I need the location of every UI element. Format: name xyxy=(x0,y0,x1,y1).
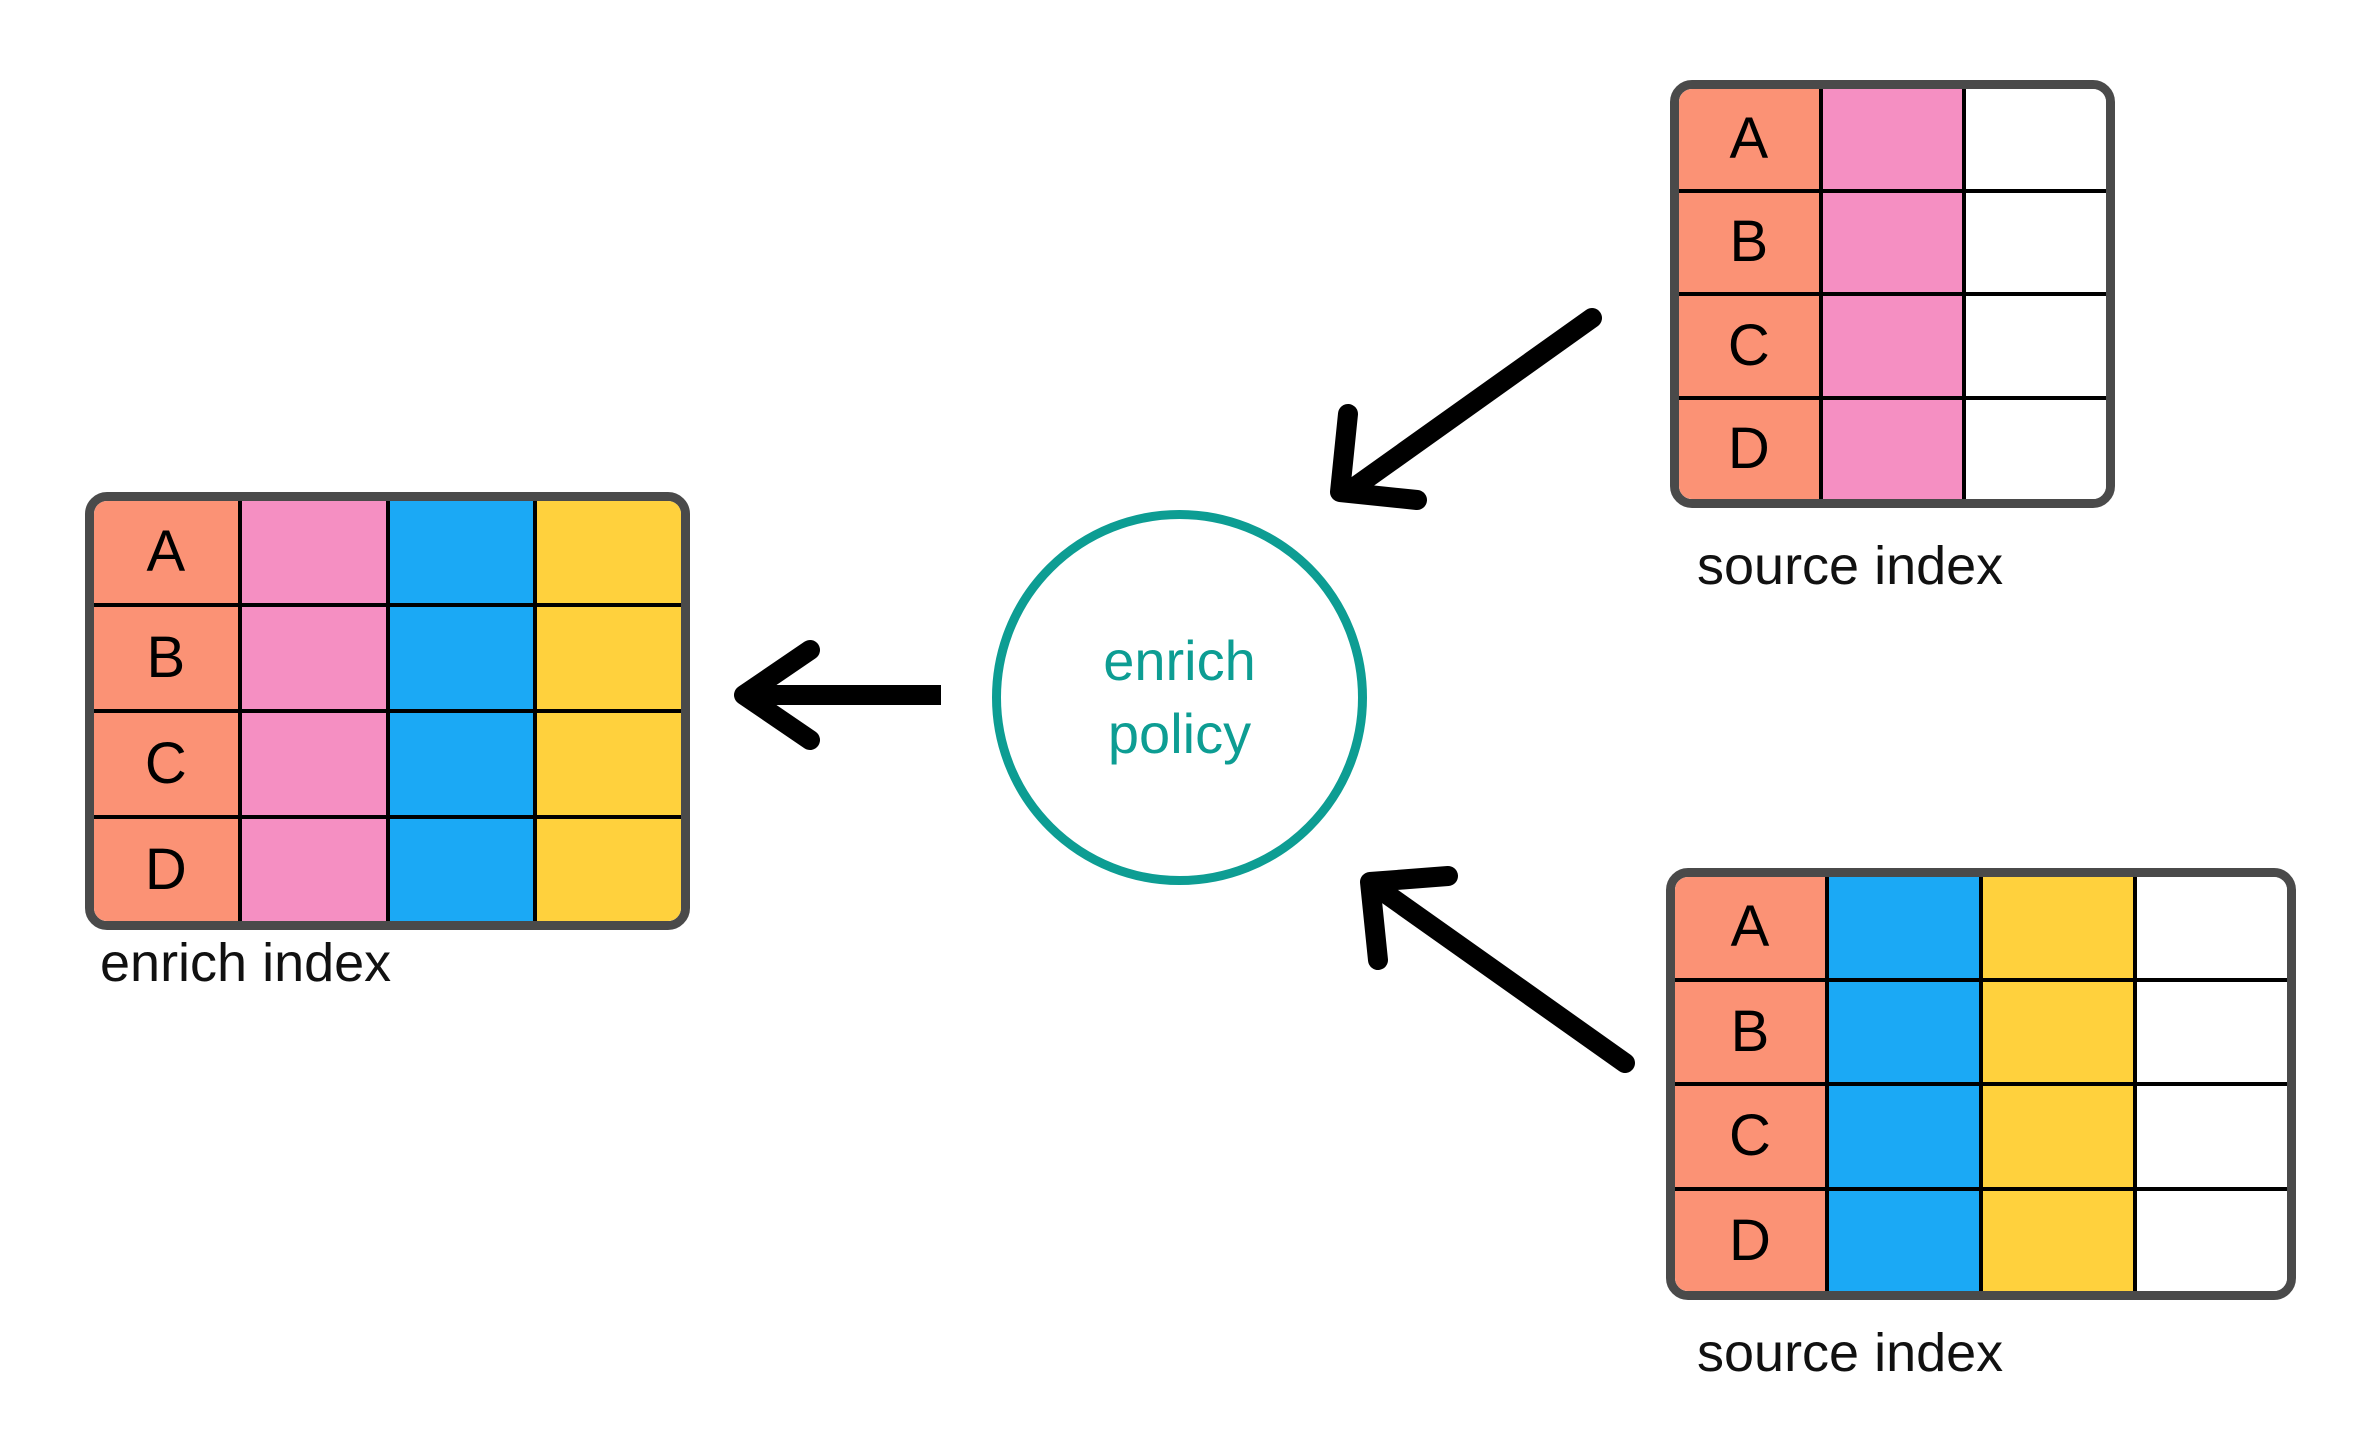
enrich-cell-key-c[interactable]: C xyxy=(94,713,242,815)
source-top-cell-empty-c[interactable] xyxy=(1966,296,2106,396)
key-letter: B xyxy=(146,625,186,690)
source-top-cell-pink-d[interactable] xyxy=(1822,399,1967,499)
enrich-cell-yellow-d[interactable] xyxy=(537,819,681,921)
enrich-cell-pink-d[interactable] xyxy=(241,819,390,921)
key-letter: B xyxy=(1729,209,1769,275)
table-row[interactable]: A xyxy=(1675,877,2287,982)
source-top-cell-key-a[interactable]: A xyxy=(1679,89,1823,189)
key-letter: D xyxy=(1727,416,1770,482)
source-bottom-cell-yellow-c[interactable] xyxy=(1983,1086,2137,1187)
table-row[interactable]: B xyxy=(1679,192,2106,296)
enrich-cell-pink-b[interactable] xyxy=(241,607,390,709)
table-row[interactable]: C xyxy=(94,713,681,819)
key-letter: D xyxy=(1729,1207,1771,1273)
table-row[interactable]: D xyxy=(1675,1190,2287,1291)
key-letter: C xyxy=(1729,1103,1771,1169)
table-row[interactable]: B xyxy=(94,607,681,713)
source-bottom-cell-blue-d[interactable] xyxy=(1829,1190,1983,1291)
source-top-cell-pink-c[interactable] xyxy=(1822,296,1967,396)
policy-label-line2: policy xyxy=(1107,701,1252,765)
source-top-cell-key-b[interactable]: B xyxy=(1679,192,1823,292)
key-letter: B xyxy=(1730,998,1770,1064)
arrow-source-top-to-policy xyxy=(1330,308,1602,510)
source-bottom-cell-blue-c[interactable] xyxy=(1829,1086,1983,1187)
source-top-cell-empty-d[interactable] xyxy=(1966,399,2106,499)
enrich-cell-key-d[interactable]: D xyxy=(94,819,242,921)
source-bottom-cell-blue-a[interactable] xyxy=(1829,877,1983,978)
key-letter: A xyxy=(146,519,186,584)
source-bottom-cell-key-c[interactable]: C xyxy=(1675,1086,1829,1187)
enrich-index-table[interactable]: A B C D xyxy=(85,492,690,930)
enrich-cell-blue-b[interactable] xyxy=(389,607,538,709)
table-row[interactable]: D xyxy=(94,819,681,921)
source-bottom-cell-blue-b[interactable] xyxy=(1829,981,1983,1082)
table-row[interactable]: D xyxy=(1679,399,2106,499)
source-bottom-cell-key-d[interactable]: D xyxy=(1675,1190,1829,1291)
key-letter: C xyxy=(1727,312,1770,378)
table-row[interactable]: B xyxy=(1675,981,2287,1086)
source-bottom-cell-key-b[interactable]: B xyxy=(1675,981,1829,1082)
enrich-cell-key-b[interactable]: B xyxy=(94,607,242,709)
source-bottom-cell-empty-c[interactable] xyxy=(2137,1086,2287,1187)
source-index-bottom-table[interactable]: A B C D xyxy=(1666,868,2296,1300)
key-letter: A xyxy=(1730,894,1770,960)
arrow-source-bottom-to-policy xyxy=(1360,866,1635,1073)
source-bottom-cell-yellow-b[interactable] xyxy=(1983,981,2137,1082)
source-bottom-cell-empty-b[interactable] xyxy=(2137,981,2287,1082)
table-row[interactable]: C xyxy=(1679,296,2106,400)
enrich-cell-pink-a[interactable] xyxy=(241,501,390,603)
key-letter: A xyxy=(1729,105,1769,171)
table-row[interactable]: A xyxy=(1679,89,2106,193)
source-top-cell-key-c[interactable]: C xyxy=(1679,296,1823,396)
enrich-cell-yellow-b[interactable] xyxy=(537,607,681,709)
source-index-top-table[interactable]: A B C D xyxy=(1670,80,2115,508)
arrow-policy-to-enrich-index xyxy=(734,640,941,750)
source-bottom-cell-empty-a[interactable] xyxy=(2137,877,2287,978)
source-bottom-cell-empty-d[interactable] xyxy=(2137,1190,2287,1291)
table-row[interactable]: C xyxy=(1675,1086,2287,1191)
enrich-cell-key-a[interactable]: A xyxy=(94,501,242,603)
source-index-bottom-label: source index xyxy=(1697,1323,2004,1383)
enrich-cell-yellow-a[interactable] xyxy=(537,501,681,603)
source-top-cell-pink-a[interactable] xyxy=(1822,89,1967,189)
source-bottom-cell-key-a[interactable]: A xyxy=(1675,877,1829,978)
key-letter: C xyxy=(144,731,187,796)
enrich-cell-pink-c[interactable] xyxy=(241,713,390,815)
source-top-cell-empty-a[interactable] xyxy=(1966,89,2106,189)
enrich-cell-blue-d[interactable] xyxy=(389,819,538,921)
enrich-index-label: enrich index xyxy=(100,933,392,993)
enrich-cell-blue-c[interactable] xyxy=(389,713,538,815)
enrich-policy-node[interactable]: enrich policy xyxy=(992,510,1367,885)
source-index-top-label: source index xyxy=(1697,536,2004,596)
table-row[interactable]: A xyxy=(94,501,681,607)
source-top-cell-pink-b[interactable] xyxy=(1822,192,1967,292)
source-top-cell-key-d[interactable]: D xyxy=(1679,399,1823,499)
enrich-cell-yellow-c[interactable] xyxy=(537,713,681,815)
enrich-cell-blue-a[interactable] xyxy=(389,501,538,603)
source-top-cell-empty-b[interactable] xyxy=(1966,192,2106,292)
source-bottom-cell-yellow-d[interactable] xyxy=(1983,1190,2137,1291)
key-letter: D xyxy=(144,837,187,902)
source-bottom-cell-yellow-a[interactable] xyxy=(1983,877,2137,978)
policy-label-line1: enrich xyxy=(1103,628,1256,692)
